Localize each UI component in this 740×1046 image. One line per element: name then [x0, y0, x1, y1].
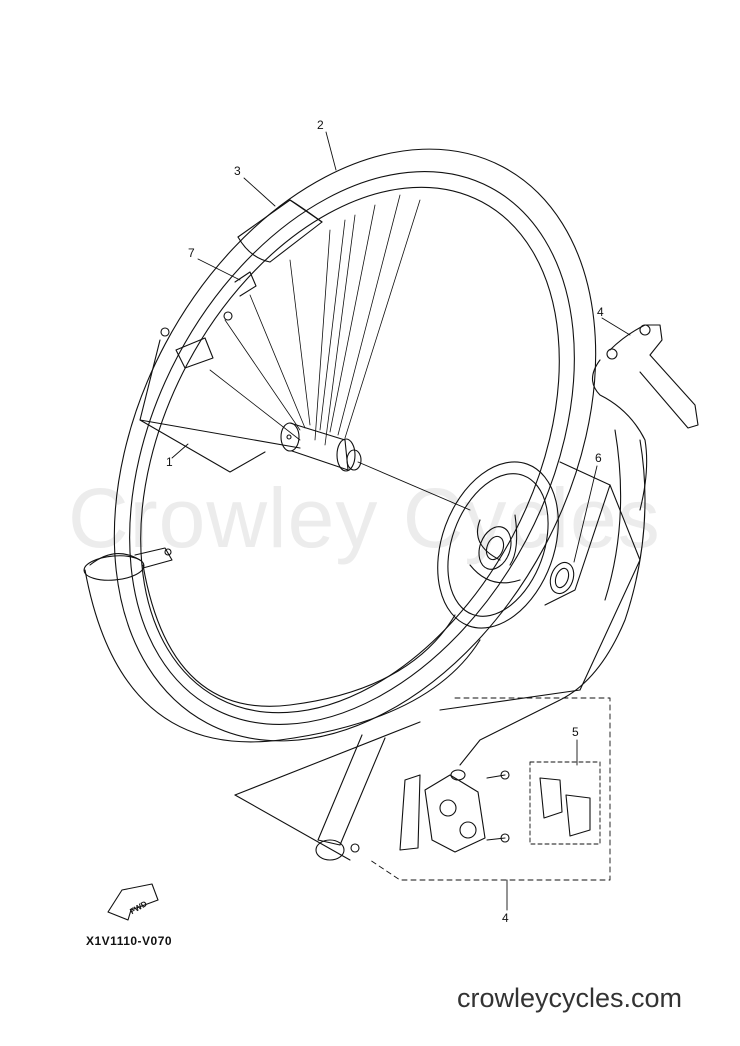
axle-line [357, 461, 471, 511]
rim [113, 148, 597, 742]
caliper [399, 769, 486, 853]
brake-pads [539, 777, 591, 837]
callout-5: 5 [572, 725, 579, 739]
disc-cover-outline [544, 461, 611, 606]
website-link[interactable]: crowleycycles.com [457, 983, 683, 1013]
brake-hose [459, 429, 646, 766]
diagram-code: X1V1110-V070 [86, 934, 173, 948]
callout-4-lever: 4 [597, 305, 604, 319]
callout-1: 1 [166, 455, 173, 469]
valve-nut [160, 311, 233, 369]
rim-strip [234, 271, 257, 297]
callout-6: 6 [595, 451, 602, 465]
leader-lines [171, 131, 631, 911]
callout-3: 3 [234, 164, 241, 178]
tire-tube [83, 547, 481, 743]
rim-band [237, 199, 323, 263]
fork-leg [234, 484, 641, 861]
fwd-arrow-icon: FWD [107, 883, 159, 921]
fwd-label: FWD [128, 899, 148, 916]
caliper-dashed-box [369, 697, 611, 881]
hub [280, 422, 362, 472]
callout-2: 2 [317, 118, 324, 132]
callout-7: 7 [188, 246, 195, 260]
brake-lever [591, 324, 699, 511]
caliper-bolts [486, 770, 510, 843]
pad-dashed-box [529, 761, 601, 845]
spokes [209, 194, 421, 446]
brake-disc [437, 461, 559, 629]
washer [549, 561, 575, 595]
callout-4-caliper: 4 [502, 911, 509, 925]
tube-outline [139, 339, 301, 473]
